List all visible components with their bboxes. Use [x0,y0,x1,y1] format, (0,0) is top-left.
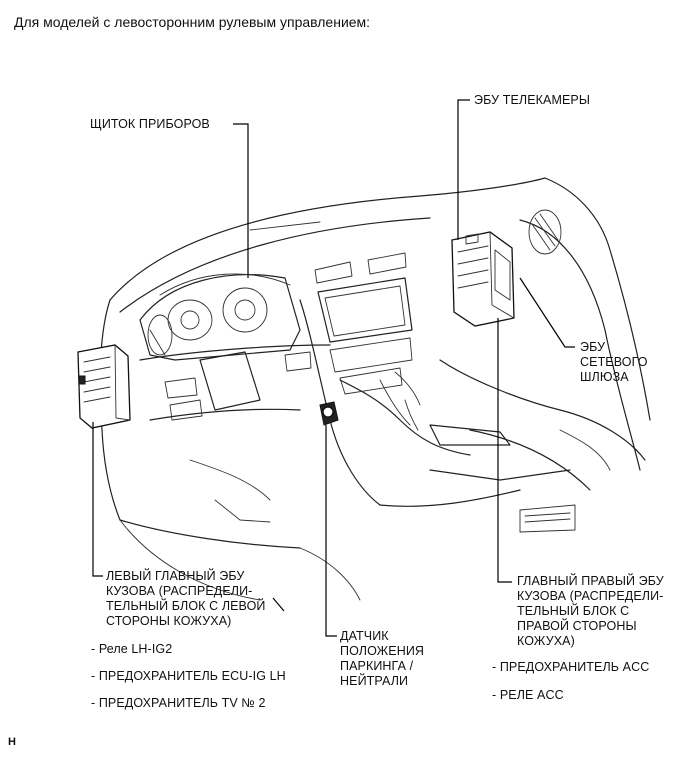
page-title: Для моделей с левосторонним рулевым упра… [14,14,371,30]
footer-code: H [8,736,16,748]
instrument-cluster [139,273,301,411]
left-item: - ПРЕДОХРАНИТЕЛЬ TV № 2 [91,696,266,710]
right-item: - РЕЛЕ ACC [492,688,564,702]
label-park-neutral-sensor: ДАТЧИК ПОЛОЖЕНИЯ ПАРКИНГА / НЕЙТРАЛИ [340,629,425,688]
park-neutral-sensor [319,401,339,426]
leader-lines [92,99,575,637]
label-camera-ecu: ЭБУ ТЕЛЕКАМЕРЫ [474,93,590,107]
label-gateway-ecu: ЭБУ СЕТЕВОГО ШЛЮЗА [580,340,648,384]
left-body-ecu-block [77,344,131,429]
camera-ecu-block [451,231,515,327]
dashboard-outline [99,177,651,601]
label-right-body-ecu: ГЛАВНЫЙ ПРАВЫЙ ЭБУ КУЗОВА (РАСПРЕДЕЛИ- Т… [517,574,664,648]
right-item: - ПРЕДОХРАНИТЕЛЬ ACC [492,660,650,674]
center-stack [147,209,562,421]
left-item: - ПРЕДОХРАНИТЕЛЬ ECU-IG LH [91,669,286,683]
label-instrument-panel: ЩИТОК ПРИБОРОВ [90,117,210,131]
label-left-body-ecu: ЛЕВЫЙ ГЛАВНЫЙ ЭБУ КУЗОВА (РАСПРЕДЕЛИ- ТЕ… [106,569,266,628]
left-item: - Реле LH-IG2 [91,642,173,656]
